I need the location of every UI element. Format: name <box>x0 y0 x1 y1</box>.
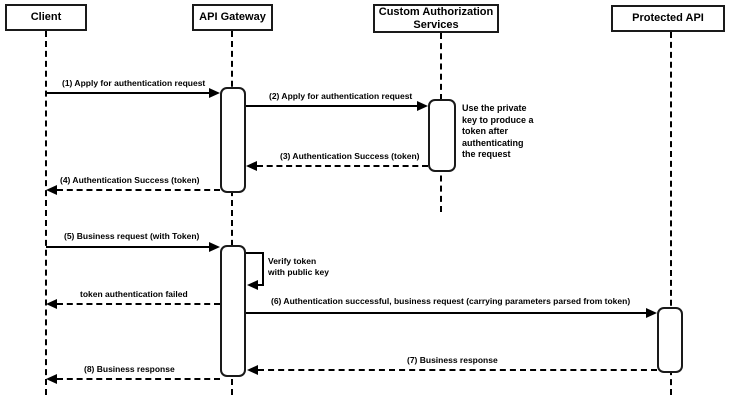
actor-custom-authorization-services-label: Custom Authorization Services <box>378 5 494 31</box>
message-4-line <box>57 189 220 191</box>
arrowhead-left-icon <box>247 365 258 375</box>
activation-api-gateway-auth <box>220 87 246 193</box>
message-4-label: (4) Authentication Success (token) <box>60 175 200 185</box>
message-1-line <box>46 92 212 94</box>
message-1-label: (1) Apply for authentication request <box>62 78 206 88</box>
message-token-failed-line <box>57 303 220 305</box>
arrowhead-left-icon <box>247 280 258 290</box>
self-message-vertical-line <box>262 252 264 286</box>
note-private-key: Use the private key to produce a token a… <box>462 103 534 159</box>
message-6-line <box>246 312 647 314</box>
arrowhead-right-icon <box>417 101 428 111</box>
arrowhead-left-icon <box>46 299 57 309</box>
message-5-line <box>46 246 212 248</box>
actor-api-gateway-label: API Gateway <box>199 11 266 23</box>
arrowhead-right-icon <box>646 308 657 318</box>
lifeline-client <box>45 31 47 395</box>
lifeline-protected-api <box>670 32 672 395</box>
actor-custom-authorization-services: Custom Authorization Services <box>373 4 499 33</box>
actor-protected-api: Protected API <box>611 5 725 32</box>
actor-protected-api-label: Protected API <box>632 12 704 24</box>
message-3-line <box>257 165 428 167</box>
message-3-label: (3) Authentication Success (token) <box>280 151 420 161</box>
self-message-bottom-line <box>257 284 264 286</box>
message-7-line <box>258 369 657 371</box>
lifeline-api-gateway <box>231 31 233 395</box>
message-token-failed-label: token authentication failed <box>80 289 188 299</box>
message-2-label: (2) Apply for authentication request <box>269 91 413 101</box>
actor-client: Client <box>5 4 87 31</box>
arrowhead-right-icon <box>209 88 220 98</box>
self-message-verify-token-label: Verify token with public key <box>268 256 329 277</box>
arrowhead-left-icon <box>246 161 257 171</box>
activation-custom-authorization-services <box>428 99 456 172</box>
message-7-label: (7) Business response <box>407 355 498 365</box>
self-message-top-line <box>246 252 264 254</box>
message-5-label: (5) Business request (with Token) <box>64 231 200 241</box>
message-8-label: (8) Business response <box>84 364 175 374</box>
message-6-label: (6) Authentication successful, business … <box>271 296 631 306</box>
activation-protected-api <box>657 307 683 373</box>
activation-api-gateway-business <box>220 245 246 377</box>
actor-client-label: Client <box>30 11 62 23</box>
arrowhead-left-icon <box>46 374 57 384</box>
arrowhead-left-icon <box>46 185 57 195</box>
arrowhead-right-icon <box>209 242 220 252</box>
message-8-line <box>57 378 220 380</box>
actor-api-gateway: API Gateway <box>192 4 273 31</box>
message-2-line <box>246 105 419 107</box>
